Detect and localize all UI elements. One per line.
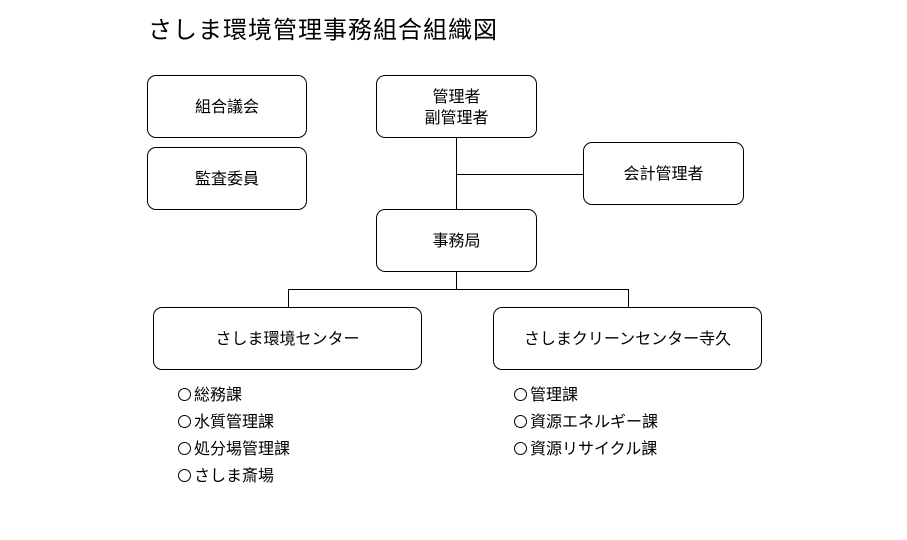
auditor-label: 監査委員 [194,169,259,188]
connector-horizontal-branch [288,289,629,291]
accounting-manager-label: 会計管理者 [623,164,704,183]
circle-bullet-icon [514,415,527,428]
section-label: さしま斎場 [194,466,275,485]
env-center-label: さしま環境センター [215,329,360,348]
manager-box: 管理者 副管理者 [376,75,537,138]
list-item: 処分場管理課 [178,435,290,462]
section-label: 水質管理課 [194,412,275,431]
connector-to-accounting [456,174,584,176]
page-title: さしま環境管理事務組合組織図 [148,16,498,44]
deputy-manager-label: 副管理者 [424,107,489,127]
list-item: 水質管理課 [178,408,290,435]
section-label: 資源リサイクル課 [530,439,658,458]
list-item: 資源エネルギー課 [514,408,658,435]
connector-secretariat-down [456,271,458,289]
connector-to-clean-center [628,289,630,308]
connector-manager-to-secretariat [456,137,458,210]
manager-label: 管理者 [432,86,481,106]
list-item: 総務課 [178,381,290,408]
env-center-section-list: 総務課 水質管理課 処分場管理課 さしま斎場 [178,381,290,489]
assembly-box: 組合議会 [147,75,307,138]
circle-bullet-icon [178,388,191,401]
circle-bullet-icon [178,469,191,482]
accounting-manager-box: 会計管理者 [583,142,744,205]
assembly-label: 組合議会 [194,97,259,116]
circle-bullet-icon [514,388,527,401]
list-item: さしま斎場 [178,462,290,489]
list-item: 資源リサイクル課 [514,435,658,462]
section-label: 処分場管理課 [194,439,291,458]
circle-bullet-icon [178,442,191,455]
section-label: 管理課 [530,385,579,404]
circle-bullet-icon [514,442,527,455]
env-center-box: さしま環境センター [153,307,422,370]
clean-center-section-list: 管理課 資源エネルギー課 資源リサイクル課 [514,381,658,462]
connector-to-env-center [288,289,290,308]
clean-center-box: さしまクリーンセンター寺久 [493,307,762,370]
secretariat-box: 事務局 [376,209,537,272]
list-item: 管理課 [514,381,658,408]
clean-center-label: さしまクリーンセンター寺久 [523,329,732,348]
section-label: 資源エネルギー課 [530,412,659,431]
section-label: 総務課 [194,385,243,404]
secretariat-label: 事務局 [432,231,481,250]
auditor-box: 監査委員 [147,147,307,210]
circle-bullet-icon [178,415,191,428]
